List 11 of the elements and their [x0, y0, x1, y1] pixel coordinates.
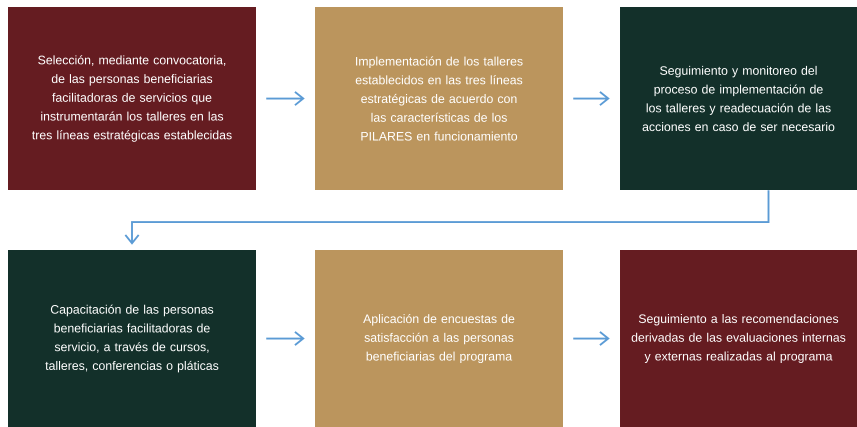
arrow: [573, 91, 610, 106]
process-box: Capacitación de las personas beneficiarias facilitadoras de servicio, a través de cursos, talleres, conferencias o pláticas: [8, 250, 256, 427]
process-box: Seguimiento a las recomendaciones derivadas de las evaluaciones internas y externas realizadas al programa: [620, 250, 857, 427]
arrow: [266, 91, 305, 106]
process-box: Selección, mediante convocatoria, de las personas beneficiarias facilitadoras de servicios que instrumentarán los talleres en las tres líneas estratégicas establecidas: [8, 7, 256, 190]
arrow: [266, 331, 305, 346]
process-box: Aplicación de encuestas de satisfacción a las personas beneficiarias del programa: [315, 250, 563, 427]
arrow: [573, 331, 610, 346]
process-box: Seguimiento y monitoreo del proceso de implementación de los talleres y readecuación de las acciones en caso de ser necesario: [620, 7, 857, 190]
process-box: Implementación de los talleres establecidos en las tres líneas estratégicas de acuerdo con las características de los PILARES en funcionamiento: [315, 7, 563, 190]
arrow: [124, 190, 770, 245]
